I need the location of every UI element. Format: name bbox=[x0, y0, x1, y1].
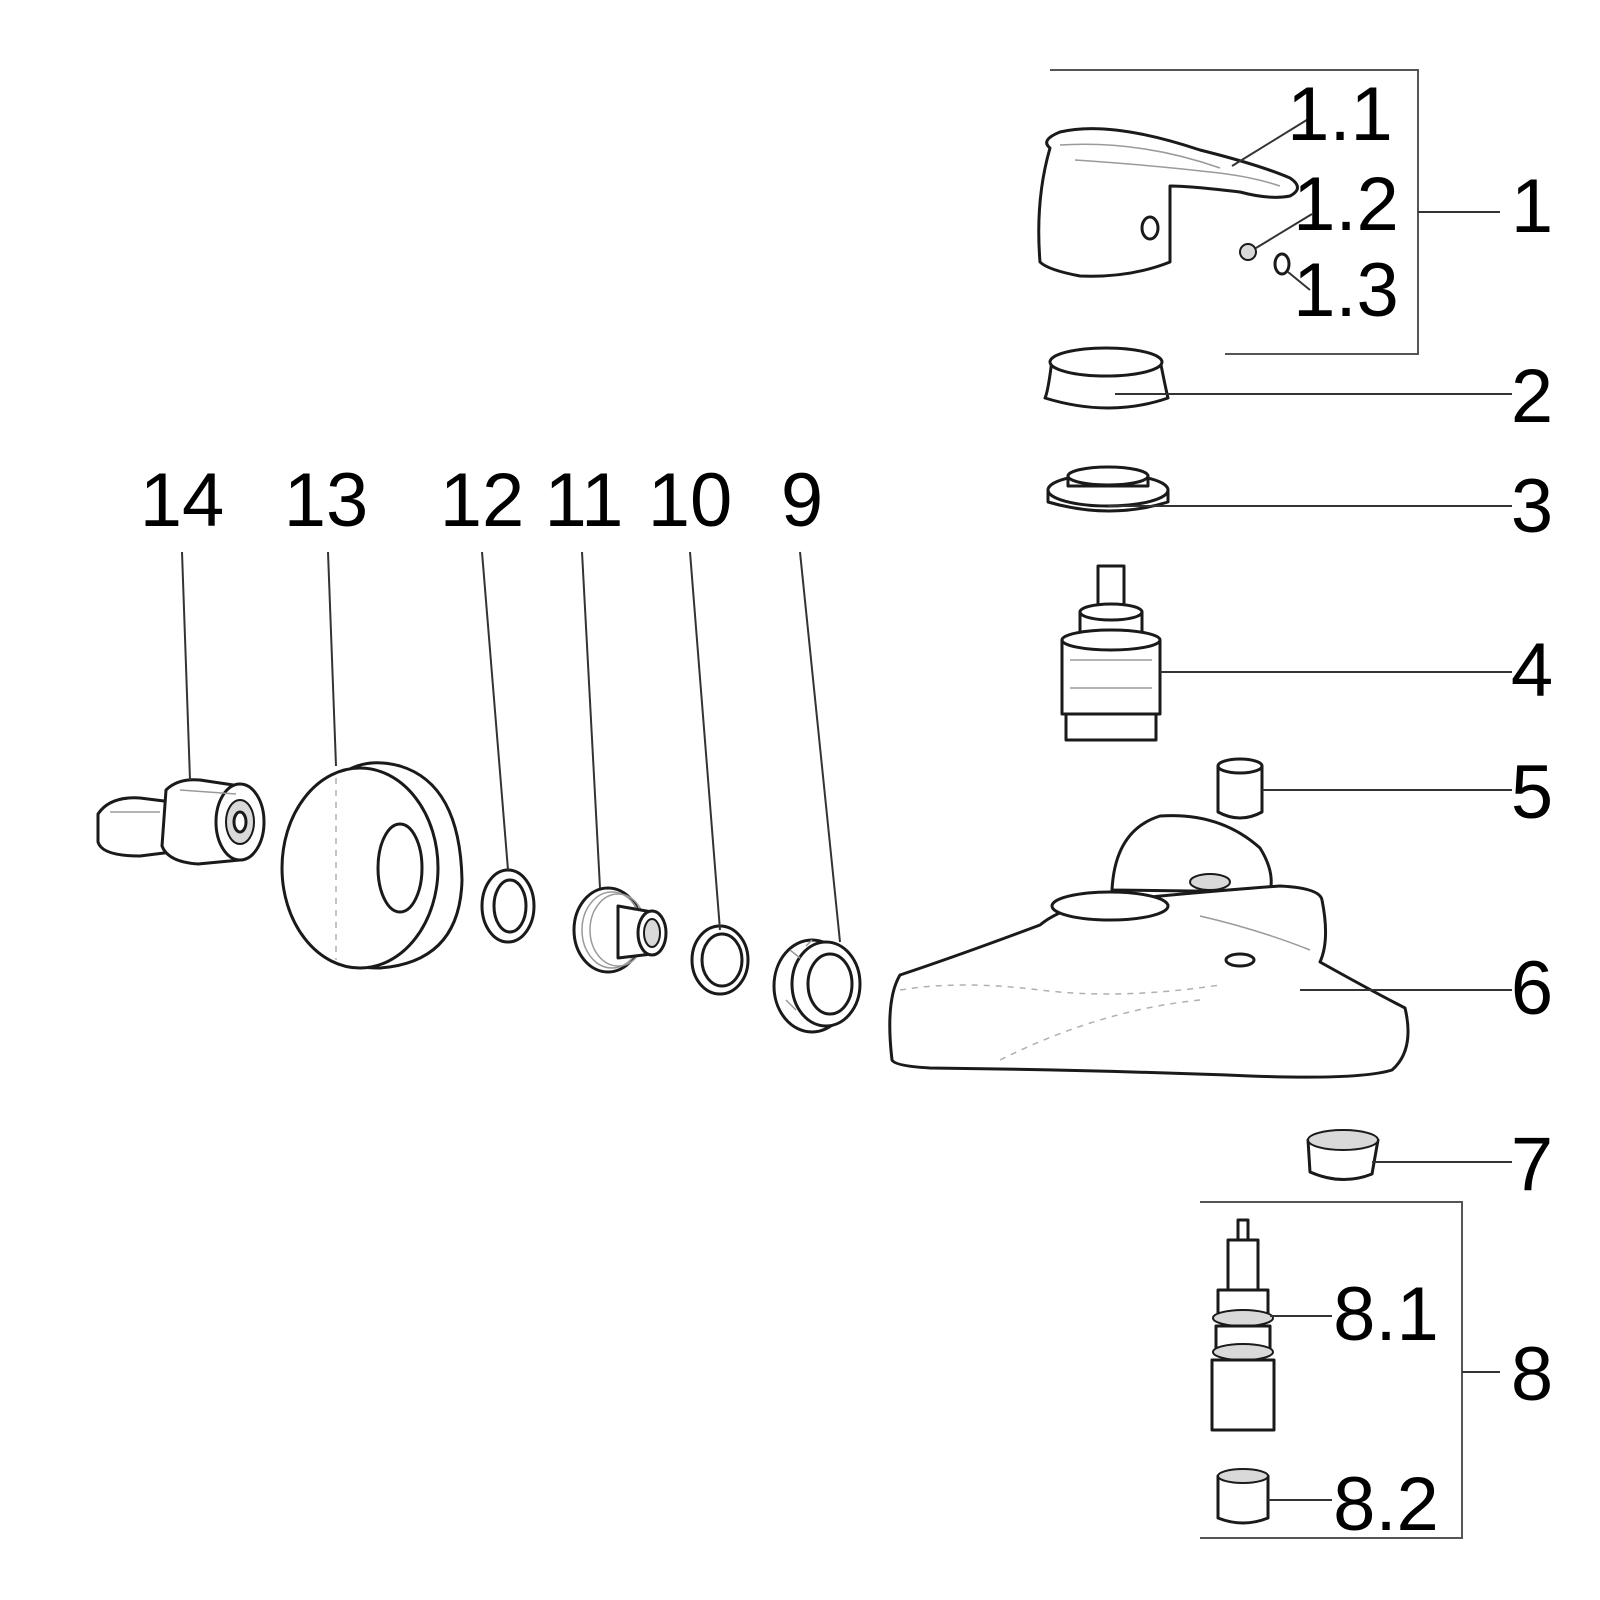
part-7-aerator bbox=[1306, 1129, 1512, 1182]
label-12: 12 bbox=[440, 458, 525, 543]
label-5: 5 bbox=[1511, 750, 1553, 835]
label-8: 8 bbox=[1511, 1332, 1553, 1417]
part-4-cartridge bbox=[1060, 564, 1512, 742]
label-4: 4 bbox=[1511, 628, 1553, 713]
label-8-1: 8.1 bbox=[1333, 1272, 1439, 1357]
part-1-2-screw bbox=[1239, 243, 1257, 261]
part-8-2-diverter-sleeve bbox=[1216, 1468, 1332, 1525]
part-1-3-cap bbox=[1273, 252, 1291, 276]
part-5-sleeve bbox=[1216, 757, 1512, 820]
part-3-nut bbox=[1046, 465, 1512, 513]
label-1-2: 1.2 bbox=[1293, 162, 1399, 247]
part-10-o-ring bbox=[689, 551, 750, 996]
label-7: 7 bbox=[1511, 1122, 1553, 1207]
label-3: 3 bbox=[1511, 464, 1553, 549]
leader-1-1 bbox=[1231, 117, 1311, 167]
label-6: 6 bbox=[1511, 946, 1553, 1031]
label-11: 11 bbox=[545, 458, 624, 543]
label-14: 14 bbox=[140, 458, 225, 543]
part-2-cover-cap bbox=[1043, 346, 1512, 410]
part-1-bracket bbox=[1050, 69, 1500, 355]
part-6-mixer-body bbox=[888, 814, 1512, 1079]
label-1-1: 1.1 bbox=[1287, 72, 1393, 157]
part-13-escutcheon bbox=[280, 551, 464, 970]
label-1-3: 1.3 bbox=[1293, 248, 1399, 333]
label-10: 10 bbox=[648, 458, 733, 543]
part-12-washer bbox=[480, 551, 536, 944]
label-9: 9 bbox=[781, 458, 823, 543]
part-8-1-diverter-spindle bbox=[1210, 1218, 1332, 1432]
part-9-union-nut bbox=[772, 551, 862, 1034]
label-1: 1 bbox=[1511, 164, 1553, 249]
label-8-2: 8.2 bbox=[1333, 1462, 1439, 1547]
part-11-nipple bbox=[572, 551, 668, 974]
label-13: 13 bbox=[284, 458, 369, 543]
part-8-bracket bbox=[1200, 1201, 1500, 1539]
part-14-eccentric-connector bbox=[96, 551, 266, 866]
leader-1-2 bbox=[1255, 213, 1313, 249]
leader-1-3 bbox=[1287, 271, 1311, 291]
label-2: 2 bbox=[1511, 354, 1553, 439]
